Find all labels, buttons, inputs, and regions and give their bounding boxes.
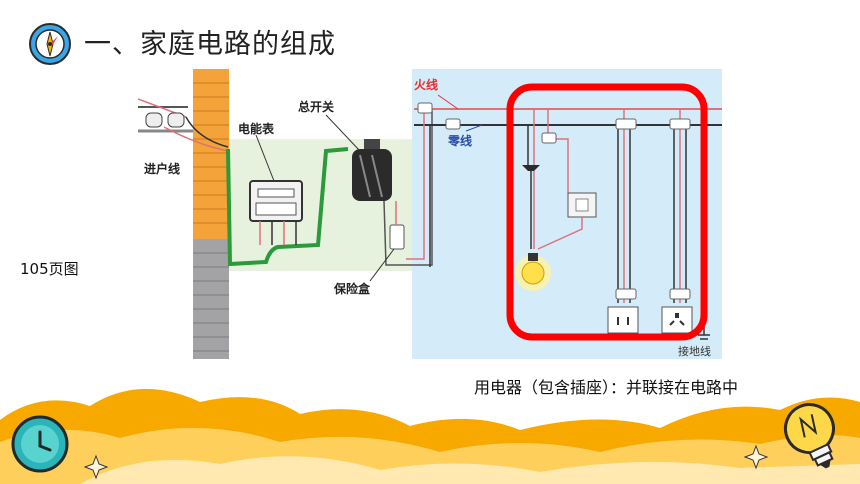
fuse-box	[383, 109, 433, 266]
household-circuit-diagram: 进户线 电能表 总开关 保险盒 火线 零线	[138, 69, 722, 359]
fuse-box-label: 保险盒	[333, 281, 371, 296]
sparkle-icon	[83, 454, 109, 480]
socket-branch-2	[661, 109, 693, 334]
page-reference: 105页图	[20, 260, 79, 278]
entry-wire-label: 进户线	[144, 161, 180, 176]
brick-wall	[193, 69, 229, 359]
main-switch-label: 总开关	[298, 99, 334, 114]
page-title: 一、家庭电路的组成	[84, 29, 336, 60]
meter-label: 电能表	[238, 121, 275, 136]
sparkle-icon	[743, 444, 769, 470]
green-wire	[226, 147, 349, 267]
lamp-branch	[522, 108, 597, 250]
neutral-wire-label: 零线	[447, 133, 472, 148]
live-wire-label: 火线	[414, 77, 438, 92]
clock-icon	[11, 415, 69, 473]
lightbulb	[515, 253, 551, 291]
entry-insulators	[138, 98, 229, 152]
bottom-decoration	[0, 388, 860, 484]
lightbulb-icon	[783, 403, 835, 469]
socket-branch-1	[607, 109, 639, 334]
caption-text: 用电器（包含插座）：并联接在电路中	[474, 378, 739, 397]
ground-wire-label: 接地线	[678, 344, 711, 358]
parallel-highlight-box	[506, 83, 708, 341]
main-switch	[352, 139, 392, 201]
electric-meter	[249, 180, 303, 245]
compass-icon	[29, 23, 71, 65]
